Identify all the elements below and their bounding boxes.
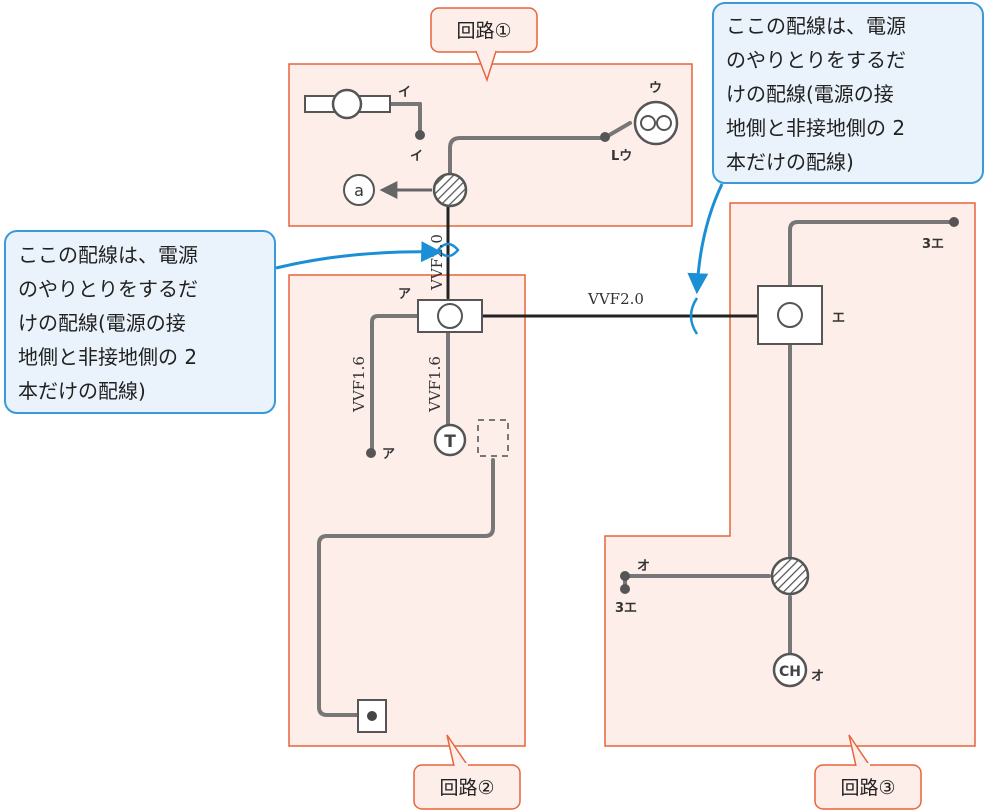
junction-box-3	[770, 556, 810, 596]
switch-dot-o	[620, 571, 630, 581]
outlet-a-label: a	[354, 181, 364, 200]
label-e3-top: 3エ	[922, 237, 944, 252]
dashed-box	[477, 419, 509, 457]
switch-dot-lu	[600, 132, 610, 142]
label-lu: Lウ	[611, 149, 632, 164]
box-a	[417, 299, 483, 333]
socket-device	[357, 699, 387, 733]
label-e-box: エ	[832, 311, 845, 326]
callout-left-line-5: 本だけの配線)	[18, 379, 146, 403]
callout-right-line-1: ここの配線は、電源	[726, 14, 906, 38]
label-o-ch: オ	[811, 669, 824, 684]
callout-right-line-5: 本だけの配線)	[726, 150, 854, 174]
junction-box-1	[432, 172, 468, 208]
title-tag-circuit-2: 回路②	[413, 734, 521, 810]
outlet-a: a	[343, 174, 375, 206]
wire-label-horizontal-vvf20: VVF2.0	[587, 290, 644, 308]
switch-dot-a	[366, 448, 376, 458]
label-u-top: ウ	[649, 81, 662, 96]
switch-dot-e3-bottom	[620, 584, 630, 594]
label-a-switch: ア	[382, 447, 395, 462]
chandelier-ch-label: CH	[779, 664, 801, 680]
callout-right-arrow	[687, 183, 724, 295]
title-circuit-1: 回路①	[456, 20, 511, 42]
callout-left: ここの配線は、電源 のやりとりをするだ けの配線(電源の接 地側と非接地側の 2…	[4, 230, 276, 414]
region-circuit-2	[288, 274, 526, 747]
callout-left-arrow	[275, 241, 443, 270]
timer-t-label: T	[444, 432, 456, 452]
callout-right-line-3: けの配線(電源の接	[726, 82, 894, 106]
callout-left-line-3: けの配線(電源の接	[18, 311, 186, 335]
callout-left-line-1: ここの配線は、電源	[18, 243, 198, 267]
title-tag-circuit-1: 回路①	[430, 7, 538, 83]
title-circuit-3: 回路③	[840, 777, 895, 799]
label-o-switch: オ	[637, 559, 650, 574]
wire-label-vertical-vvf20: VVF2.0	[428, 234, 446, 291]
light-fixture-i	[304, 88, 391, 120]
wire-label-vvf16-left: VVF1.6	[350, 356, 368, 413]
wire-label-vvf16-right: VVF1.6	[426, 356, 444, 413]
title-circuit-2: 回路②	[439, 777, 494, 799]
callout-right-line-2: のやりとりをするだ	[726, 48, 906, 72]
title-tag-circuit-3: 回路③	[814, 734, 922, 810]
label-i-top: イ	[398, 85, 411, 100]
callout-right-line-4: 地側と非接地側の 2	[726, 116, 905, 140]
label-i-switch: イ	[410, 149, 423, 164]
box-e	[757, 285, 823, 345]
chandelier-ch: CH	[772, 652, 808, 688]
switch-dot-e3-top	[949, 217, 959, 227]
callout-left-line-4: 地側と非接地側の 2	[18, 345, 197, 369]
callout-right: ここの配線は、電源 のやりとりをするだ けの配線(電源の接 地側と非接地側の 2…	[712, 2, 984, 184]
switch-dot-i	[415, 130, 425, 140]
timer-t: T	[433, 423, 467, 457]
light-fixture-u	[633, 100, 679, 146]
label-a-box: ア	[398, 287, 411, 302]
cable-marks	[437, 242, 699, 335]
label-e3-bottom: 3エ	[615, 601, 637, 616]
callout-left-line-2: のやりとりをするだ	[18, 277, 198, 301]
